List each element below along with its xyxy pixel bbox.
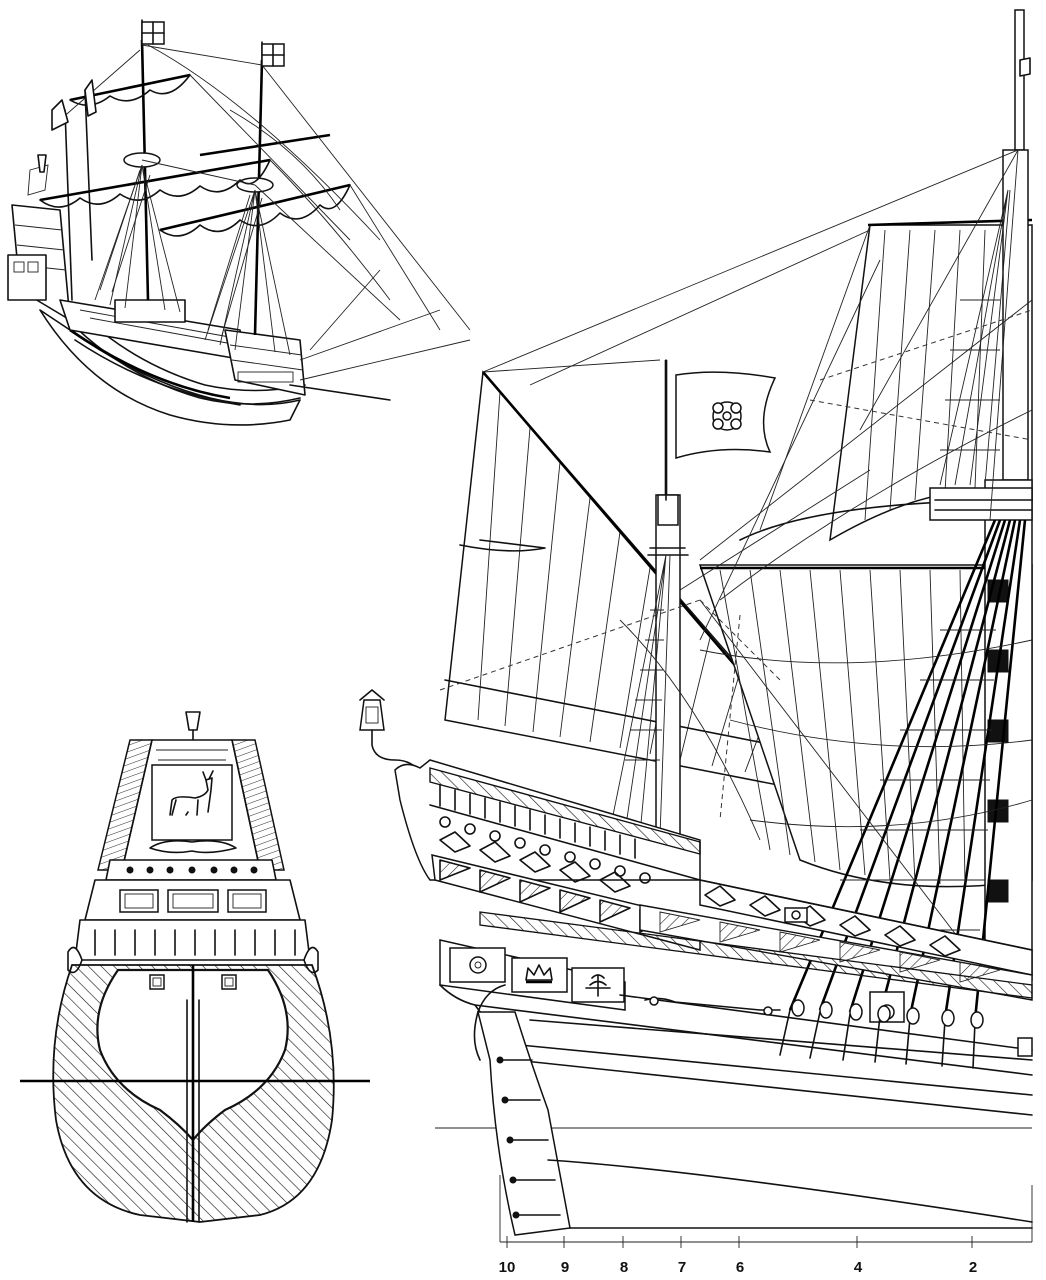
stern-gallery-windows (119, 889, 267, 913)
station-label: 7 (678, 1259, 686, 1276)
station-label: 9 (561, 1259, 569, 1276)
stern-gunport-left (149, 974, 165, 990)
profile-rudder (477, 1011, 571, 1236)
station-label: 8 (620, 1259, 628, 1276)
perspective-view (7, 19, 471, 426)
perspective-foremast (253, 59, 264, 336)
profile-mizzen-mast (655, 494, 681, 856)
station-label: 10 (499, 1259, 516, 1276)
crown-emblem-panel (511, 957, 568, 993)
profile-mainmast (984, 9, 1033, 981)
stag-emblem-icon (149, 770, 237, 854)
stern-carving-panel (151, 764, 233, 841)
profile-stern-lantern-icon (359, 689, 419, 771)
perspective-fore-flag (141, 19, 165, 45)
station-label: 2 (969, 1259, 977, 1276)
stern-lantern-icon (185, 711, 201, 741)
stern-view (20, 711, 370, 1223)
profile-main-top (929, 487, 1033, 521)
perspective-mainmast (140, 39, 150, 301)
perspective-pennant (51, 99, 69, 131)
station-label: 4 (854, 1259, 863, 1276)
perspective-main-flag (261, 41, 285, 67)
station-label: 6 (736, 1259, 744, 1276)
profile-view (359, 9, 1033, 1248)
station-numbers: 10 9 8 7 6 4 2 (499, 1259, 978, 1276)
tudor-rose-flag-icon (665, 359, 777, 501)
stern-gunport-right (221, 974, 237, 990)
profile-swivel-gun-icon (784, 907, 808, 923)
